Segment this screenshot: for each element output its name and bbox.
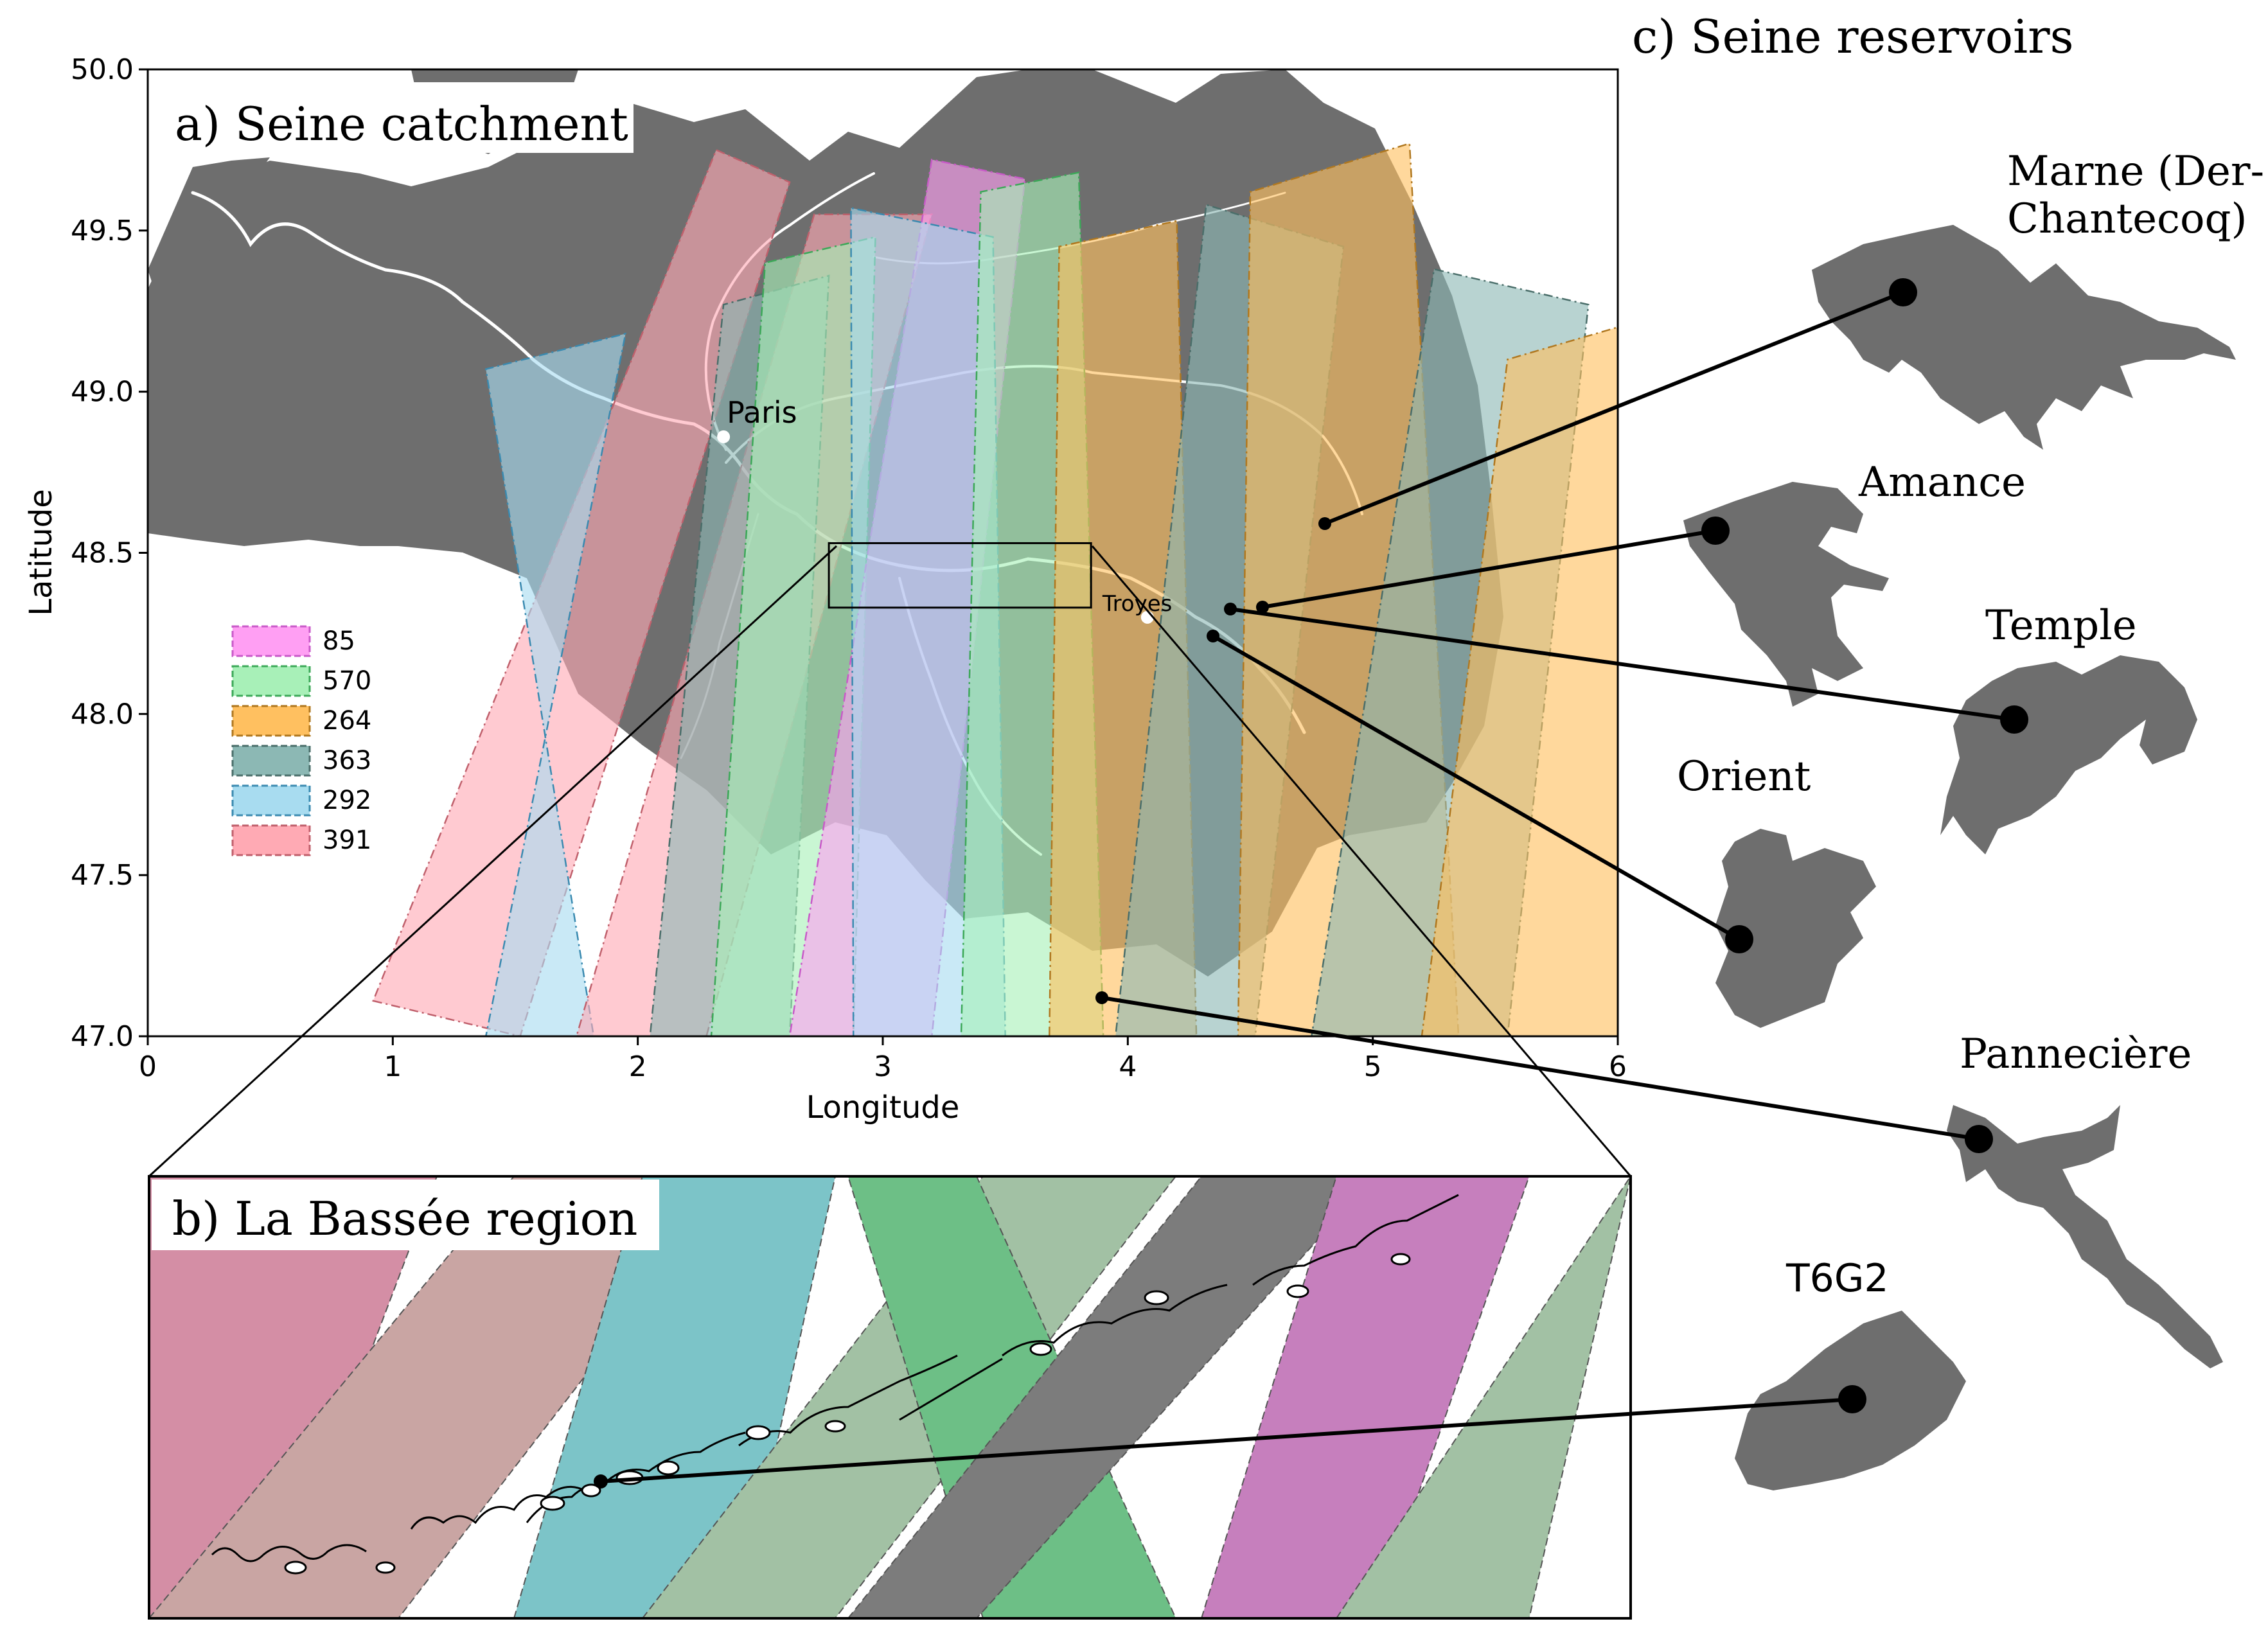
orient-label: Orient [1677,753,1811,800]
legend-label-570: 570 [323,666,371,696]
legend-label-292: 292 [323,786,371,815]
x-tick-label: 4 [1119,1050,1137,1083]
panel-a-title-bg [158,82,633,153]
legend-swatch-292 [231,784,311,817]
y-tick-label: 47.0 [71,1020,134,1053]
panel-c-reservoirs: c) Seine reservoirs Marne (Der- Chanteco… [600,10,2268,1490]
temple-reservoir-shape [1940,655,2197,854]
marne-reservoir-shape [1812,225,2236,450]
legend-swatch-264 [231,705,311,737]
orient-connector [1212,634,1741,941]
city-dot-paris [717,430,731,443]
la-bassee-zoom-box [828,542,1092,609]
lake-blob [1144,1290,1169,1305]
x-tick-label: 5 [1364,1050,1382,1083]
y-tick-label: 48.0 [71,698,134,730]
y-tick-label: 47.5 [71,859,134,892]
water-cluster-4 [738,1354,958,1447]
lake-blob [657,1460,680,1476]
panel-b-zoom: b) La Bassée region [148,545,1632,1620]
lake-blob [824,1420,846,1433]
swath-track-292 [484,332,627,1036]
temple-label: Temple [1985,602,2137,650]
y-tick-label: 50.0 [71,53,134,86]
y-tick-label: 49.0 [71,376,134,409]
la-bassee-swath-stripes [149,1176,1631,1618]
swath-track-264 [1421,326,1618,1036]
legend-swatch-391 [231,824,311,856]
city-label-paris: Paris [727,395,797,430]
panel-b-title-bg [152,1180,659,1250]
x-tick-label: 6 [1609,1050,1627,1083]
x-tick-label: 0 [139,1050,157,1083]
legend-swatch-363 [231,745,311,777]
x-tick-label: 2 [629,1050,647,1083]
t6g2-connector [600,1397,1853,1483]
lake-blob [745,1425,771,1440]
y-tick-label: 49.5 [71,215,134,247]
panel-b-frame [148,1175,1632,1620]
water-cluster-1 [211,1544,367,1562]
water-cluster-6 [1252,1194,1459,1286]
track-legend: 85 570 264 363 292 391 [231,625,371,856]
bassee-stripe [149,1176,438,1618]
y-axis-ticks: 47.0 47.5 48.0 48.5 49.0 49.5 50.0 [71,53,148,1053]
panneciere-connector [1101,996,1980,1141]
zoom-connector-left [148,545,838,1178]
lake-blob [540,1496,565,1511]
legend-label-363: 363 [323,746,371,775]
t6g2-label: T6G2 [1785,1256,1889,1301]
city-label-troyes: Troyes [1102,591,1173,617]
x-tick-label: 1 [384,1050,402,1083]
lake-blob [1029,1342,1052,1356]
legend-label-391: 391 [323,826,371,855]
bassee-stripe [847,1176,1177,1618]
satellite-swaths [372,142,1618,1036]
orient-reservoir-shape [1715,829,1876,1028]
water-cluster-5 [1002,1284,1228,1357]
panneciere-label: Pannecière [1960,1030,2192,1078]
bassee-stripe [641,1176,1177,1618]
bassee-stripe [149,1176,740,1618]
amance-reservoir-shape [1683,482,1889,707]
panel-a-title: a) Seine catchment [175,97,628,151]
legend-label-264: 264 [323,706,371,736]
x-axis-ticks: 0 1 2 3 4 5 6 [139,1036,1627,1083]
panel-c-title: c) Seine reservoirs [1632,10,2074,64]
x-axis-label: Longitude [806,1090,960,1126]
northwest-land [148,157,270,308]
y-tick-label: 48.5 [71,537,134,570]
zoom-connector-right [1091,545,1632,1177]
bassee-stripe [1335,1176,1631,1618]
la-bassee-lake-blobs [284,1253,1411,1575]
marne-label-line-2: Chantecoq) [2007,195,2247,243]
lake-blob [1390,1253,1411,1266]
lake-blob [581,1483,601,1498]
water-channel [899,1357,1003,1421]
lake-blob [284,1560,307,1575]
legend-swatch-570 [231,665,311,697]
lake-blob [375,1561,396,1574]
bassee-stripe [1200,1176,1530,1618]
swath-track-391 [372,148,791,1036]
marne-label-line-1: Marne (Der- [2007,148,2264,195]
panneciere-reservoir-shape [1947,1105,2223,1368]
temple-connector [1230,607,2015,721]
amance-label: Amance [1858,459,2026,506]
y-axis-label: Latitude [23,489,59,616]
marne-label: Marne (Der- Chantecoq) [2007,148,2268,243]
panel-b-title: b) La Bassée region [172,1192,637,1246]
amance-connector [1262,529,1716,609]
marne-connector [1324,290,1904,526]
x-tick-label: 3 [874,1050,892,1083]
legend-label-85: 85 [323,626,355,656]
legend-swatch-85 [231,625,311,657]
lake-blob [1286,1284,1309,1298]
water-cluster-2 [410,1485,585,1530]
